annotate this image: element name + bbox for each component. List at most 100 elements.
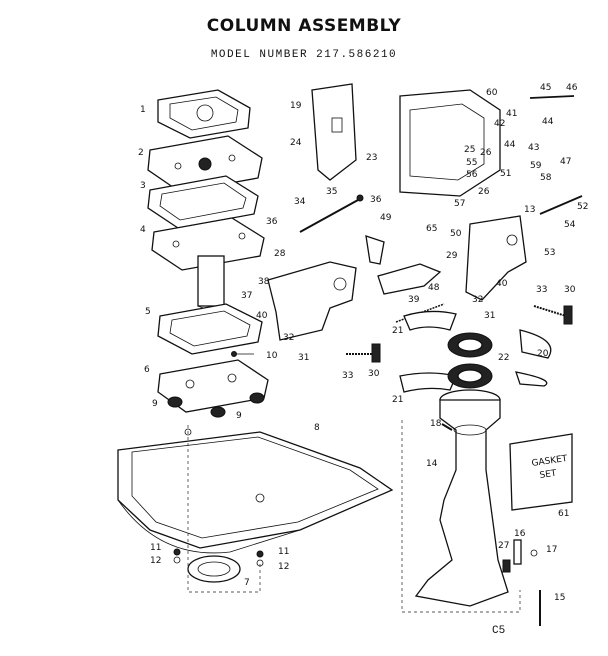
knob-30-drawing	[346, 343, 381, 363]
callout-23: 23	[366, 153, 377, 163]
assembly-leader-lines-right	[401, 420, 521, 613]
plate-2-drawing	[147, 135, 263, 193]
callout-21-upper: 21	[392, 326, 403, 336]
callout-7: 7	[244, 578, 250, 588]
callout-27: 27	[498, 541, 509, 551]
callout-3: 3	[140, 181, 146, 191]
callout-labels: 1 2 3 4 5 6 7 8 9 9 10 11 11 12 12 13 14…	[138, 83, 588, 603]
callout-9-right: 9	[236, 411, 242, 421]
callout-37: 37	[241, 291, 252, 301]
callout-29: 29	[446, 251, 458, 261]
callout-32-right: 32	[472, 295, 483, 305]
callout-33-right: 33	[536, 285, 547, 295]
gasket-5-drawing	[157, 303, 263, 355]
rod-45-46-drawing	[529, 95, 575, 99]
linkage-48-drawing	[365, 235, 442, 295]
callout-10: 10	[266, 351, 278, 361]
callout-32-left: 32	[283, 333, 294, 343]
callout-31-left: 31	[298, 353, 309, 363]
callout-17: 17	[546, 545, 557, 555]
model-number-line: MODEL NUMBER 217.586210	[210, 49, 398, 61]
callout-14: 14	[426, 459, 438, 469]
callout-54: 54	[564, 220, 576, 230]
grommets-9-drawing	[167, 392, 265, 418]
gasket-7-drawing	[187, 555, 241, 583]
callout-19: 19	[290, 101, 302, 111]
callout-25: 25	[464, 145, 475, 155]
callout-9-left: 9	[152, 399, 158, 409]
callout-36-left: 36	[266, 217, 278, 227]
callout-5: 5	[145, 307, 151, 317]
bearing-22-drawing	[447, 332, 493, 389]
callout-16: 16	[514, 529, 526, 539]
lower-pan-8-drawing	[117, 428, 394, 554]
callout-2: 2	[138, 148, 144, 158]
callout-18: 18	[430, 419, 442, 429]
callout-13: 13	[524, 205, 535, 215]
gasket-3-drawing	[147, 175, 259, 229]
callout-20: 20	[537, 349, 549, 359]
callout-56: 56	[466, 170, 478, 180]
callout-34: 34	[294, 197, 306, 207]
callout-30-left: 30	[368, 369, 380, 379]
callout-4: 4	[140, 225, 146, 235]
callout-24: 24	[290, 138, 302, 148]
callout-38: 38	[258, 277, 270, 287]
nuts-11-12-drawing	[173, 548, 264, 567]
screw-10-drawing	[231, 351, 254, 357]
callout-39: 39	[408, 295, 420, 305]
callout-11-left: 11	[150, 543, 161, 553]
callout-40-left: 40	[256, 311, 268, 321]
callout-50: 50	[450, 229, 462, 239]
rod-52-drawing	[539, 195, 583, 215]
callout-45: 45	[540, 83, 551, 93]
callout-26-lower: 26	[478, 187, 490, 197]
callout-51: 51	[500, 169, 511, 179]
clamp-20-drawing	[515, 329, 552, 387]
bolt-18-drawing	[441, 423, 453, 431]
callout-60: 60	[486, 88, 498, 98]
callout-1: 1	[140, 105, 146, 115]
callout-46: 46	[566, 83, 578, 93]
callout-30-right: 30	[564, 285, 576, 295]
callout-53: 53	[544, 248, 555, 258]
callout-61: 61	[558, 509, 569, 519]
gasket-set-label-line-2: SET	[539, 469, 558, 481]
callout-6: 6	[144, 365, 150, 375]
parts-16-17-27-drawing	[502, 539, 538, 573]
rod-34-drawing	[299, 194, 364, 233]
assembly-leader-lines-left	[187, 425, 261, 593]
callout-52: 52	[577, 202, 588, 212]
callout-47: 47	[560, 157, 571, 167]
callout-57: 57	[454, 199, 465, 209]
intake-housing-4-drawing	[151, 217, 265, 310]
mount-60-drawing	[399, 89, 501, 197]
callout-44-upper: 44	[542, 117, 554, 127]
column-14-drawing	[414, 389, 509, 607]
callout-42: 42	[494, 119, 505, 129]
knob-30b-drawing	[533, 305, 573, 325]
callout-65: 65	[426, 224, 437, 234]
callout-40-right: 40	[496, 279, 508, 289]
callout-21-lower: 21	[392, 395, 403, 405]
callout-49: 49	[380, 213, 392, 223]
callout-26-upper: 26	[480, 148, 492, 158]
diagram-title: COLUMN ASSEMBLY	[206, 16, 402, 36]
callout-12-left: 12	[150, 556, 161, 566]
callout-11-right: 11	[278, 547, 289, 557]
callout-41: 41	[506, 109, 517, 119]
callout-48: 48	[428, 283, 440, 293]
gasket-1-drawing	[157, 89, 251, 139]
callout-36-right: 36	[370, 195, 382, 205]
callout-35: 35	[326, 187, 337, 197]
footer-code: C5	[492, 625, 506, 637]
callout-59: 59	[530, 161, 542, 171]
callout-33-left: 33	[342, 371, 353, 381]
bracket-19-drawing	[311, 83, 357, 181]
clamp-21-drawing	[399, 310, 457, 393]
callout-55: 55	[466, 158, 477, 168]
callout-12-right: 12	[278, 562, 289, 572]
gasket-set-61-drawing	[509, 433, 573, 511]
